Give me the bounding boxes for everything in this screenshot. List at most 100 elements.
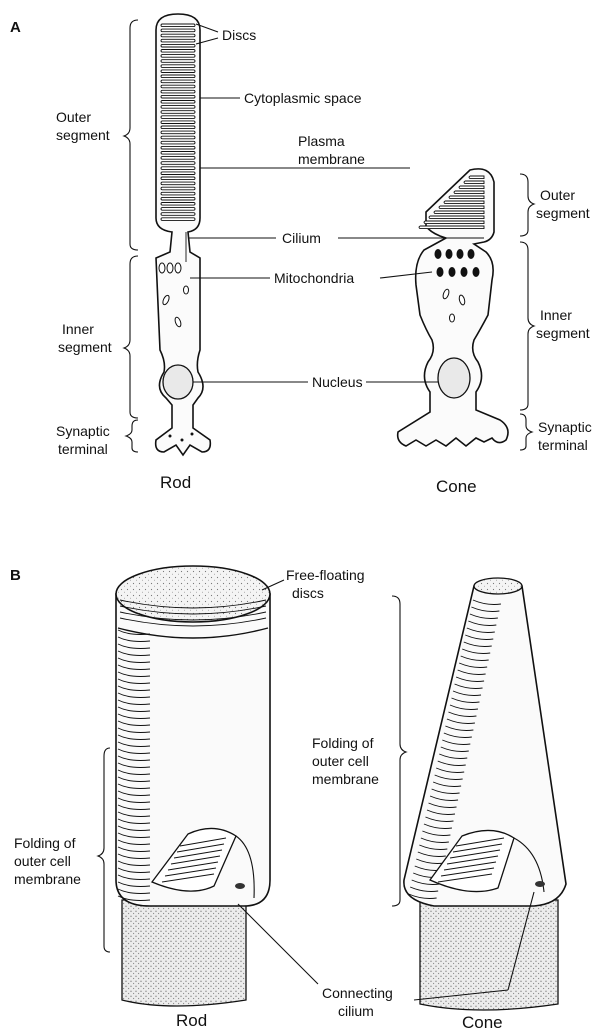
rod-disc — [161, 95, 195, 98]
rod-cell-b — [116, 566, 270, 1006]
label-connecting-2: cilium — [338, 1003, 374, 1019]
rod-disc — [161, 106, 195, 109]
rod-outer-label-1: Outer — [56, 109, 91, 125]
label-cytoplasmic-space: Cytoplasmic space — [244, 90, 362, 106]
label-folding-mid-3: membrane — [312, 771, 379, 787]
cone-outline — [398, 169, 508, 446]
rod-disc — [161, 177, 195, 180]
rod-disc — [161, 197, 195, 200]
rod-disc — [161, 126, 195, 129]
rod-disc — [161, 172, 195, 175]
cone-nucleus — [438, 358, 470, 398]
rod-disc — [161, 121, 195, 124]
rod-cell-a — [156, 14, 211, 455]
rod-disc — [161, 34, 195, 37]
label-connecting-1: Connecting — [322, 985, 393, 1001]
rod-disc — [161, 192, 195, 195]
rod-disc — [161, 111, 195, 114]
rod-disc — [161, 85, 195, 88]
rod-disc — [161, 152, 195, 155]
cone-b-top — [474, 578, 522, 594]
label-plasma-1: Plasma — [298, 133, 345, 149]
rod-disc — [161, 80, 195, 83]
rod-disc — [161, 90, 195, 93]
rod-disc — [161, 218, 195, 221]
rod-disc — [161, 44, 195, 47]
rod-syn-label-2: terminal — [58, 441, 108, 457]
cone-outer-label-2: segment — [536, 205, 590, 221]
cone-b-bracket — [392, 596, 406, 906]
rod-disc — [161, 70, 195, 73]
rod-disc — [161, 203, 195, 206]
rod-syn-label-1: Synaptic — [56, 423, 110, 439]
cone-disc — [449, 196, 484, 199]
cone-disc — [429, 216, 484, 219]
rod-disc — [161, 141, 195, 144]
label-folding-mid-2: outer cell — [312, 753, 369, 769]
rod-disc — [161, 65, 195, 68]
cone-disc — [464, 181, 484, 184]
cone-disc — [454, 191, 484, 194]
rod-disc — [161, 75, 195, 78]
cone-cell-a — [398, 169, 508, 446]
cone-b-inner-stalk — [420, 900, 558, 1010]
rod-disc — [161, 187, 195, 190]
label-folding-left-3: membrane — [14, 871, 81, 887]
cone-disc — [434, 211, 484, 214]
rod-inner-label-1: Inner — [62, 321, 94, 337]
rod-disc — [161, 157, 195, 160]
label-discs: Discs — [222, 27, 256, 43]
label-cilium: Cilium — [282, 230, 321, 246]
label-free-floating-1: Free-floating — [286, 567, 365, 583]
rod-inner-label-2: segment — [58, 339, 112, 355]
cone-disc — [419, 226, 484, 229]
cone-disc — [444, 201, 484, 204]
rod-disc — [161, 39, 195, 42]
cone-disc — [469, 176, 484, 179]
cone-outer-label-1: Outer — [540, 187, 575, 203]
label-plasma-2: membrane — [298, 151, 365, 167]
rod-disc — [161, 213, 195, 216]
rod-b-inner-stalk — [122, 900, 246, 1006]
cone-syn-label-1: Synaptic — [538, 419, 592, 435]
rod-disc — [161, 29, 195, 32]
rod-disc — [161, 146, 195, 149]
rod-brackets — [124, 20, 138, 452]
label-free-floating-2: discs — [292, 585, 324, 601]
cone-inner-label-2: segment — [536, 325, 590, 341]
label-mitochondria: Mitochondria — [274, 270, 354, 286]
rod-disc — [161, 55, 195, 58]
rod-disc — [161, 116, 195, 119]
cone-cell-b — [404, 578, 566, 1010]
rod-b-bracket — [98, 748, 110, 952]
label-folding-left-2: outer cell — [14, 853, 71, 869]
cone-disc — [424, 221, 484, 224]
rod-disc — [161, 208, 195, 211]
rod-disc — [161, 136, 195, 139]
label-folding-mid-1: Folding of — [312, 735, 374, 751]
label-folding-left-1: Folding of — [14, 835, 76, 851]
cone-discs — [419, 176, 484, 229]
panel-a-letter: A — [10, 19, 21, 36]
label-nucleus: Nucleus — [312, 374, 363, 390]
cone-disc — [459, 186, 484, 189]
rod-nucleus — [163, 365, 193, 399]
panel-a-cone-caption: Cone — [436, 477, 477, 496]
rod-disc — [161, 167, 195, 170]
cone-disc — [439, 206, 484, 209]
panel-b-rod-caption: Rod — [176, 1011, 207, 1030]
panel-b-letter: B — [10, 567, 21, 584]
cone-brackets — [520, 174, 534, 450]
rod-disc — [161, 162, 195, 165]
rod-disc — [161, 50, 195, 53]
rod-disc — [161, 24, 195, 27]
rod-disc — [161, 131, 195, 134]
rod-disc — [161, 101, 195, 104]
rod-disc — [161, 60, 195, 63]
rod-outer-label-2: segment — [56, 127, 110, 143]
panel-b-cone-caption: Cone — [462, 1013, 503, 1032]
cone-inner-label-1: Inner — [540, 307, 572, 323]
cone-syn-label-2: terminal — [538, 437, 588, 453]
rod-disc — [161, 182, 195, 185]
